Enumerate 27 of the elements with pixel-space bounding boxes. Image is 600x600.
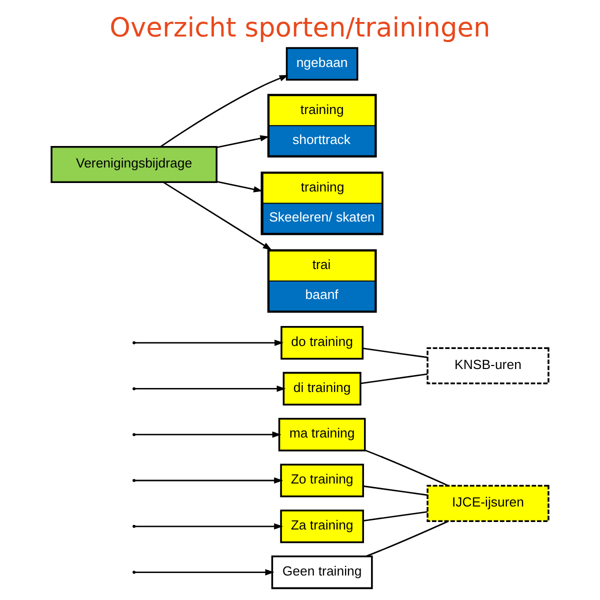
node-box: Zo training [280, 464, 364, 498]
arrow [135, 523, 284, 530]
node-box: Za training [280, 510, 364, 544]
node-box: ma training [278, 418, 366, 452]
arrow [135, 340, 284, 346]
node-box: Verenigingsbijdrage [50, 146, 218, 184]
arrow [162, 182, 272, 250]
connector [364, 450, 449, 486]
node-box: do training [280, 326, 364, 360]
arrow [216, 180, 263, 192]
arrow [135, 386, 286, 392]
arrow [135, 431, 282, 438]
connector [360, 373, 428, 384]
node-box: IJCE-ijsuren [426, 484, 550, 522]
arrow [160, 74, 288, 148]
connector [363, 485, 428, 496]
node-box: KNSB-uren [426, 347, 550, 384]
arrow [216, 135, 270, 148]
node-box: di training [282, 372, 362, 406]
node-box: ngebaan [286, 47, 358, 81]
connector [363, 511, 428, 522]
diagram-title: Overzicht sporten/trainingen [110, 12, 490, 44]
arrow [135, 569, 274, 576]
connector [366, 520, 449, 557]
arrow [135, 477, 284, 484]
node-box: Geen training [271, 556, 373, 590]
connector [362, 348, 428, 358]
